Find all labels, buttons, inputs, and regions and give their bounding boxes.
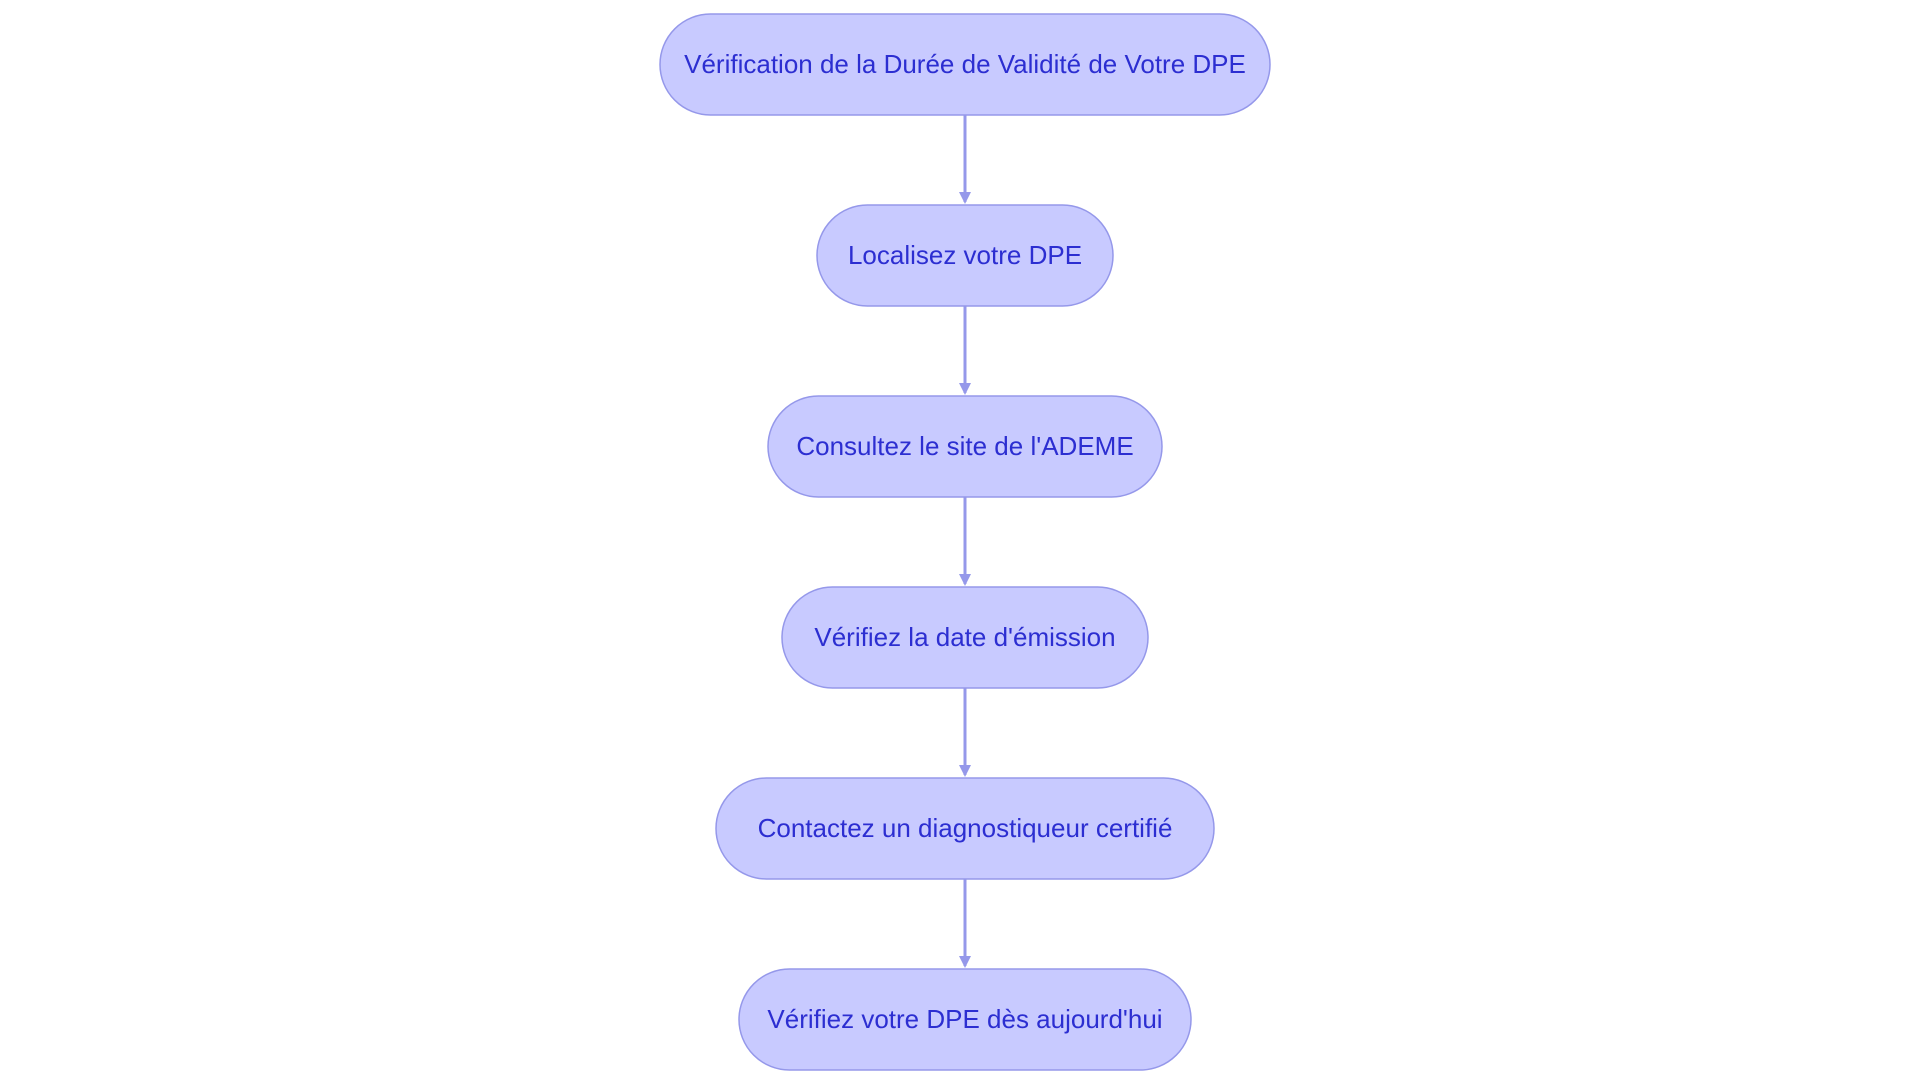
node-verifiez-dpe-aujourdhui: Vérifiez votre DPE dès aujourd'hui [738, 968, 1192, 1071]
node-label: Localisez votre DPE [848, 240, 1082, 270]
node-localisez-dpe: Localisez votre DPE [816, 204, 1114, 307]
node-label: Vérification de la Durée de Validité de … [684, 49, 1246, 79]
nodes-layer: Vérification de la Durée de Validité de … [659, 13, 1271, 1071]
node-verification-duree-validite: Vérification de la Durée de Validité de … [659, 13, 1271, 116]
node-contactez-diagnostiqueur: Contactez un diagnostiqueur certifié [715, 777, 1215, 880]
node-label: Vérifiez la date d'émission [814, 622, 1115, 652]
node-consultez-ademe: Consultez le site de l'ADEME [767, 395, 1163, 498]
node-label: Contactez un diagnostiqueur certifié [758, 813, 1173, 843]
node-label: Vérifiez votre DPE dès aujourd'hui [767, 1004, 1162, 1034]
node-label: Consultez le site de l'ADEME [796, 431, 1133, 461]
node-verifiez-date-emission: Vérifiez la date d'émission [781, 586, 1149, 689]
